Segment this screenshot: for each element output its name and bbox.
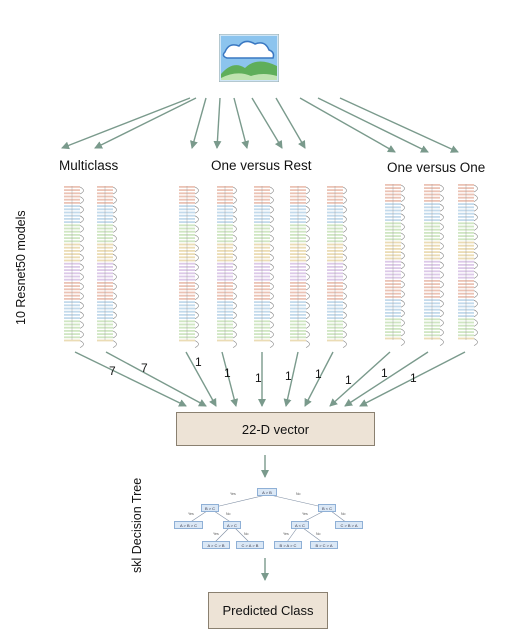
resnet50-model-ovr4 bbox=[290, 186, 310, 348]
tree-node-lr: A > C bbox=[223, 521, 241, 529]
arrow-ovr2-to-vec bbox=[221, 351, 239, 407]
tree-yes-label-rl: Yes bbox=[283, 532, 289, 536]
arrow-ovr4-to-vec bbox=[283, 351, 299, 407]
arrow-img-to-ovr4 bbox=[251, 97, 283, 149]
tree-yes-label: Yes bbox=[230, 492, 236, 496]
arrow-ovr1-to-vec bbox=[185, 351, 217, 407]
tree-node-rl: A < C bbox=[291, 521, 309, 529]
resnet50-model-mc2 bbox=[97, 186, 117, 348]
edge-count-ovr4: 1 bbox=[285, 369, 292, 383]
edge-count-ovo2: 1 bbox=[381, 366, 388, 380]
tree-no-label-rl: No bbox=[316, 532, 321, 536]
edge-count-ovo3: 1 bbox=[410, 371, 417, 385]
tree-yes-label-r: Yes bbox=[302, 512, 308, 516]
resnet50-model-ovr3 bbox=[254, 186, 274, 348]
arrow-img-to-mc2 bbox=[94, 97, 197, 149]
tree-no-label-r: No bbox=[341, 512, 346, 516]
tree-yes-label-lr: Yes bbox=[213, 532, 219, 536]
arrow-img-to-ovo3 bbox=[339, 97, 459, 153]
tree-yes-label-l: Yes bbox=[188, 512, 194, 516]
heading-one-versus-one: One versus One bbox=[387, 160, 486, 175]
arrow-img-to-ovr2 bbox=[213, 97, 222, 149]
landscape-image-icon bbox=[219, 34, 279, 82]
arrow-img-to-ovo1 bbox=[299, 97, 396, 153]
edge-count-mc1: 7 bbox=[109, 364, 116, 378]
tree-no-label-l: No bbox=[226, 512, 231, 516]
vector-box: 22-D vector bbox=[176, 412, 375, 446]
resnet50-model-ovo3 bbox=[458, 184, 478, 346]
arrow-img-to-mc1 bbox=[61, 97, 191, 150]
tree-leaf-lrl: A > C > B bbox=[202, 541, 230, 549]
heading-multiclass: Multiclass bbox=[59, 158, 119, 173]
edge-count-ovr5: 1 bbox=[315, 367, 322, 381]
edge-count-ovr1: 1 bbox=[195, 355, 202, 369]
arrow-mc1-to-vec bbox=[74, 351, 187, 407]
arrow-img-to-ovr5 bbox=[275, 97, 306, 149]
arrow-ovr5-to-vec bbox=[304, 351, 334, 407]
edge-count-mc2: 7 bbox=[141, 361, 148, 375]
tree-leaf-rr: C > B > A bbox=[335, 521, 363, 529]
resnet50-model-ovr2 bbox=[217, 186, 237, 348]
edge-count-ovr2: 1 bbox=[224, 366, 231, 380]
predicted-class-label: Predicted Class bbox=[222, 603, 314, 618]
arrow-img-to-ovr1 bbox=[190, 97, 207, 149]
tree-no-label-lr: No bbox=[244, 532, 249, 536]
tree-leaf-lrr: C > A > B bbox=[236, 541, 264, 549]
vector-box-label: 22-D vector bbox=[241, 421, 310, 437]
tree-leaf-rlr: B > C > A bbox=[310, 541, 338, 549]
arrow-ovo1-to-vec bbox=[329, 351, 391, 407]
resnet50-model-ovr1 bbox=[179, 186, 199, 348]
edge-count-ovr3: 1 bbox=[255, 371, 262, 385]
tree-no-label: No bbox=[296, 492, 301, 496]
predicted-class-box: Predicted Class bbox=[208, 592, 328, 629]
tree-leaf-ll: A > B > C bbox=[174, 521, 203, 529]
heading-one-versus-rest: One versus Rest bbox=[211, 158, 312, 173]
arrow-mc2-to-vec bbox=[105, 351, 207, 407]
arrow-img-to-ovr3 bbox=[233, 97, 250, 149]
arrow-ovo2-to-vec bbox=[344, 351, 429, 407]
arrow-img-to-ovo2 bbox=[317, 97, 429, 153]
arrow-ovo3-to-vec bbox=[359, 351, 466, 407]
tree-node-root: A > B bbox=[257, 488, 277, 496]
edge-count-ovo1: 1 bbox=[345, 373, 352, 387]
resnet50-model-mc1 bbox=[64, 186, 84, 348]
resnet50-model-ovo1 bbox=[385, 184, 405, 346]
tree-node-left: B > C bbox=[201, 504, 219, 512]
tree-node-right: B < C bbox=[318, 504, 336, 512]
resnet50-model-ovr5 bbox=[327, 186, 347, 348]
tree-leaf-rll: B > A > C bbox=[274, 541, 302, 549]
resnet50-model-ovo2 bbox=[424, 184, 444, 346]
